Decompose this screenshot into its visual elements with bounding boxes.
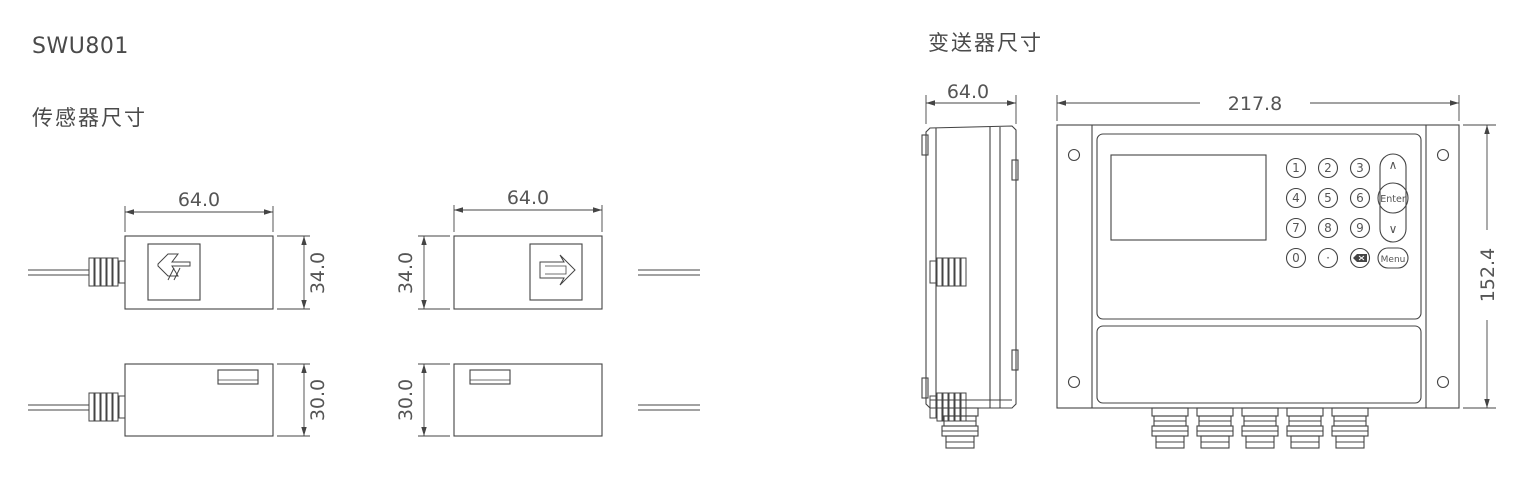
backspace-key	[1353, 254, 1367, 262]
sensor-right-width-label: 64.0	[507, 187, 549, 209]
mount-hole-icon	[1436, 148, 1450, 162]
key-8: 8	[1324, 221, 1332, 235]
transmitter-front-height-label: 152.4	[1477, 248, 1499, 302]
key-menu: Menu	[1381, 255, 1406, 265]
transmitter-side-view	[921, 95, 1019, 449]
key-2: 2	[1324, 161, 1332, 175]
sensor-dimensions-title: 传感器尺寸	[32, 106, 147, 130]
transmitter-front-width-label: 217.8	[1228, 93, 1282, 115]
key-9: 9	[1356, 221, 1364, 235]
transmitter-front-view	[1056, 95, 1496, 449]
key-4: 4	[1292, 191, 1300, 205]
mount-hole-icon	[1067, 148, 1081, 162]
key-down: ∨	[1389, 222, 1398, 236]
key-enter: Enter	[1380, 194, 1406, 205]
transmitter-side-width-label: 64.0	[947, 81, 989, 103]
key-6: 6	[1356, 191, 1364, 205]
sensor-right-front-view	[418, 205, 967, 310]
key-1: 1	[1292, 161, 1300, 175]
mount-hole-icon	[1067, 375, 1081, 389]
key-up: ∧	[1389, 158, 1398, 172]
key-dot: ·	[1326, 251, 1330, 265]
sensor-left-side-view	[28, 363, 310, 437]
display-screen	[1110, 154, 1267, 241]
key-3: 3	[1356, 161, 1364, 175]
sensor-right-height-label: 34.0	[395, 252, 417, 294]
mount-hole-icon	[1436, 375, 1450, 389]
key-0: 0	[1292, 251, 1300, 265]
model-name: SWU801	[32, 34, 129, 59]
sensor-left-side-height-label: 30.0	[307, 379, 329, 421]
key-7: 7	[1292, 221, 1300, 235]
sensor-right-side-height-label: 30.0	[395, 379, 417, 421]
sensor-right-side-view	[418, 363, 967, 437]
sensor-left-height-label: 34.0	[307, 252, 329, 294]
key-5: 5	[1324, 191, 1332, 205]
transmitter-dimensions-title: 变送器尺寸	[928, 31, 1043, 55]
sensor-left-front-view	[28, 206, 310, 310]
sensor-left-width-label: 64.0	[178, 189, 220, 211]
